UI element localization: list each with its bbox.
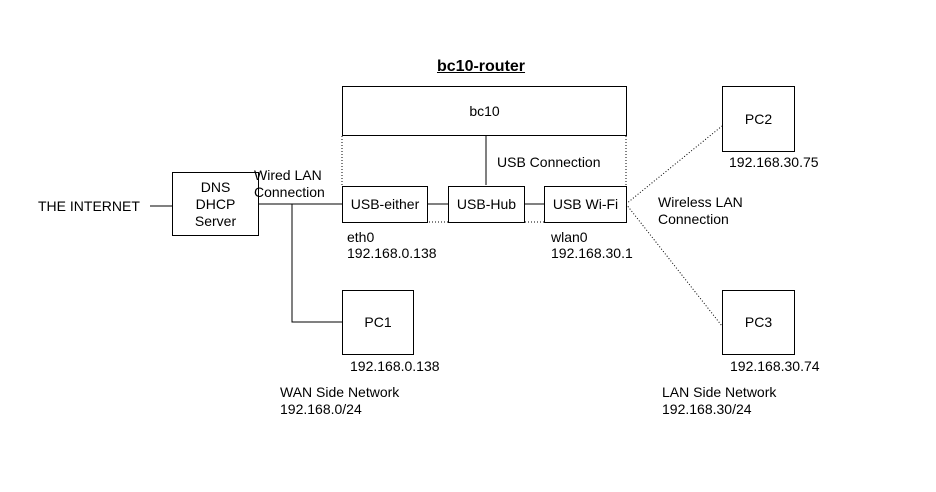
- bc10-label: bc10: [469, 102, 500, 119]
- dns-label: DNS: [200, 178, 231, 195]
- pc2-ip-label: 192.168.30.75: [729, 154, 819, 170]
- wireless-link-pc2: [625, 125, 723, 205]
- pc2-label: PC2: [744, 110, 773, 127]
- wired-lan-label-line2: Connection: [254, 184, 325, 200]
- pc3-label: PC3: [744, 314, 773, 330]
- usb-wifi-label: USB Wi-Fi: [552, 196, 619, 212]
- pc3-box: PC3: [722, 290, 795, 355]
- server-label: Server: [194, 212, 237, 229]
- bc10-board: bc10: [342, 86, 627, 136]
- pc1-ip-label: 192.168.0.138: [350, 358, 440, 374]
- eth0-interface-label: eth0: [347, 229, 375, 245]
- pc1-box: PC1: [342, 290, 414, 355]
- wan-subnet-label: 192.168.0/24: [280, 401, 362, 417]
- wireless-lan-label-line2: Connection: [658, 211, 729, 227]
- dhcp-label: DHCP: [195, 195, 236, 212]
- usb-hub-label: USB-Hub: [456, 196, 517, 212]
- wlan0-ip-label: 192.168.30.1: [551, 245, 633, 261]
- usb-connection-label: USB Connection: [497, 154, 601, 170]
- pc3-ip-label: 192.168.30.74: [730, 358, 820, 374]
- pc2-box: PC2: [722, 86, 795, 152]
- pc1-label: PC1: [364, 314, 392, 330]
- router-title: bc10-router: [437, 58, 526, 75]
- wireless-link-pc3: [625, 203, 723, 327]
- wired-lan-label-line1: Wired LAN: [254, 167, 322, 183]
- usb-hub: USB-Hub: [448, 186, 525, 223]
- lan-subnet-label: 192.168.30/24: [662, 401, 752, 417]
- lan-network-label: LAN Side Network: [662, 384, 777, 400]
- internet-label: THE INTERNET: [38, 198, 140, 214]
- wlan0-interface-label: wlan0: [551, 229, 588, 245]
- usb-wifi-adapter: USB Wi-Fi: [544, 186, 627, 223]
- wireless-lan-label-line1: Wireless LAN: [658, 194, 743, 210]
- eth0-ip-label: 192.168.0.138: [347, 245, 437, 261]
- usb-either-label: USB-either: [350, 196, 420, 212]
- wan-network-label: WAN Side Network: [280, 384, 400, 400]
- pc1-link: [291, 204, 342, 323]
- dns-dhcp-server: DNS DHCP Server: [172, 172, 259, 236]
- usb-either-adapter: USB-either: [342, 186, 428, 223]
